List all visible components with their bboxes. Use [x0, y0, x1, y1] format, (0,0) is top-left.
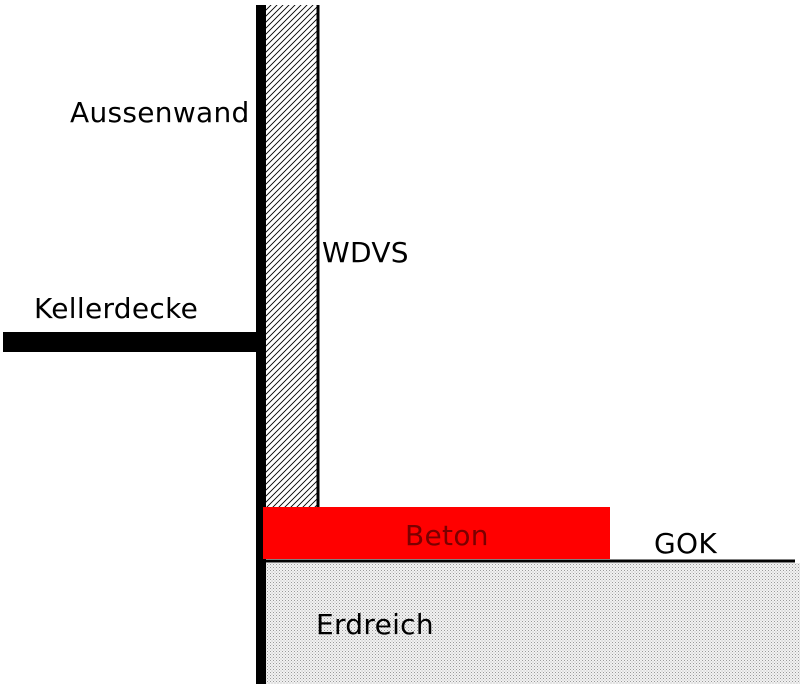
insulation-layer [266, 5, 317, 509]
outer-wall-line [256, 5, 266, 684]
label-kellerdecke: Kellerdecke [34, 292, 198, 325]
label-wdvs: WDVS [322, 236, 409, 269]
soil-region [266, 563, 800, 684]
label-aussenwand: Aussenwand [70, 96, 250, 129]
concrete-block [263, 507, 610, 559]
label-beton: Beton [405, 519, 489, 552]
label-gok: GOK [654, 527, 717, 560]
label-erdreich: Erdreich [316, 608, 434, 641]
basement-ceiling-slab [3, 332, 258, 352]
